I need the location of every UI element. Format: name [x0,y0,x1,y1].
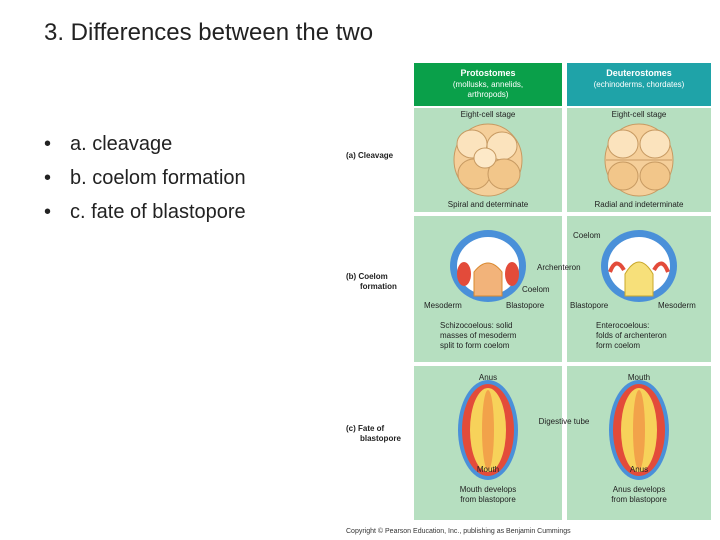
bullet-text: a. cleavage [70,133,173,155]
enterocoelous-desc-3: form coelom [596,341,640,350]
protostome-gut-embryo [458,380,518,480]
protostome-examples-2: arthropods) [468,90,509,99]
bullet-text: c. fate of blastopore [70,201,246,223]
eight-cell-label-left: Eight-cell stage [461,110,516,119]
anus-develops-2: from blastopore [611,495,667,504]
deuterostome-examples: (echinoderms, chordates) [594,80,685,89]
anus-develops-1: Anus develops [613,485,665,494]
mouth-label-top: Mouth [628,373,650,382]
bullet-text: b. coelom formation [70,167,246,189]
protostome-header [414,63,562,106]
radial-indeterminate-label: Radial and indeterminate [595,200,684,209]
coelom-label-mid: Coelom [522,285,550,294]
schizocoelous-desc-1: Schizocoelous: solid [440,321,512,330]
bullet-item: • b. coelom formation [44,164,344,192]
digestive-tube-label: Digestive tube [539,417,590,426]
schizocoelous-desc-2: masses of mesoderm [440,331,517,340]
mesoderm-label-left: Mesoderm [424,301,462,310]
anus-label-top: Anus [479,373,497,382]
mesoderm-label-right: Mesoderm [658,301,696,310]
bullet-item: • c. fate of blastopore [44,198,344,226]
archenteron-label: Archenteron [537,263,581,272]
row-label-coelom: (b) Coelom [346,272,388,281]
mouth-develops-1: Mouth develops [460,485,516,494]
bullet-marker: • [44,133,52,155]
spiral-embryo [453,123,523,197]
mouth-label-bottom: Mouth [477,465,499,474]
protostome-deuterostome-figure: Protostomes (mollusks, annelids, arthrop… [346,63,711,535]
blastopore-label-right: Blastopore [570,301,609,310]
schizocoelous-desc-3: split to form coelom [440,341,510,350]
spiral-determinate-label: Spiral and determinate [448,200,529,209]
row-label-fate-2: blastopore [360,434,401,443]
bullet-marker: • [44,167,52,189]
row-label-fate: (c) Fate of [346,424,385,433]
coelom-label-top: Coelom [573,231,601,240]
anus-label-bottom: Anus [630,465,648,474]
row-label-cleavage: (a) Cleavage [346,151,394,160]
bullet-marker: • [44,201,52,223]
eight-cell-label-right: Eight-cell stage [612,110,667,119]
radial-embryo [604,123,674,197]
schizocoelous-embryo [450,230,526,302]
protostome-examples: (mollusks, annelids, [453,80,523,89]
enterocoelous-desc-1: Enterocoelous: [596,321,649,330]
deuterostome-title: Deuterostomes [606,68,672,78]
copyright-text: Copyright © Pearson Education, Inc., pub… [346,527,571,535]
deuterostome-header [567,63,711,106]
mouth-develops-2: from blastopore [460,495,516,504]
bullet-list: • a. cleavage • b. coelom formation • c. fa… [44,130,344,232]
enterocoelous-embryo [601,230,677,302]
protostome-title: Protostomes [460,68,515,78]
slide-title: 3. Differences between the two [44,19,374,46]
bullet-item: • a. cleavage [44,130,344,158]
enterocoelous-desc-2: folds of archenteron [596,331,667,340]
blastopore-label-left: Blastopore [506,301,545,310]
deuterostome-gut-embryo [609,380,669,480]
row-label-coelom-2: formation [360,282,397,291]
